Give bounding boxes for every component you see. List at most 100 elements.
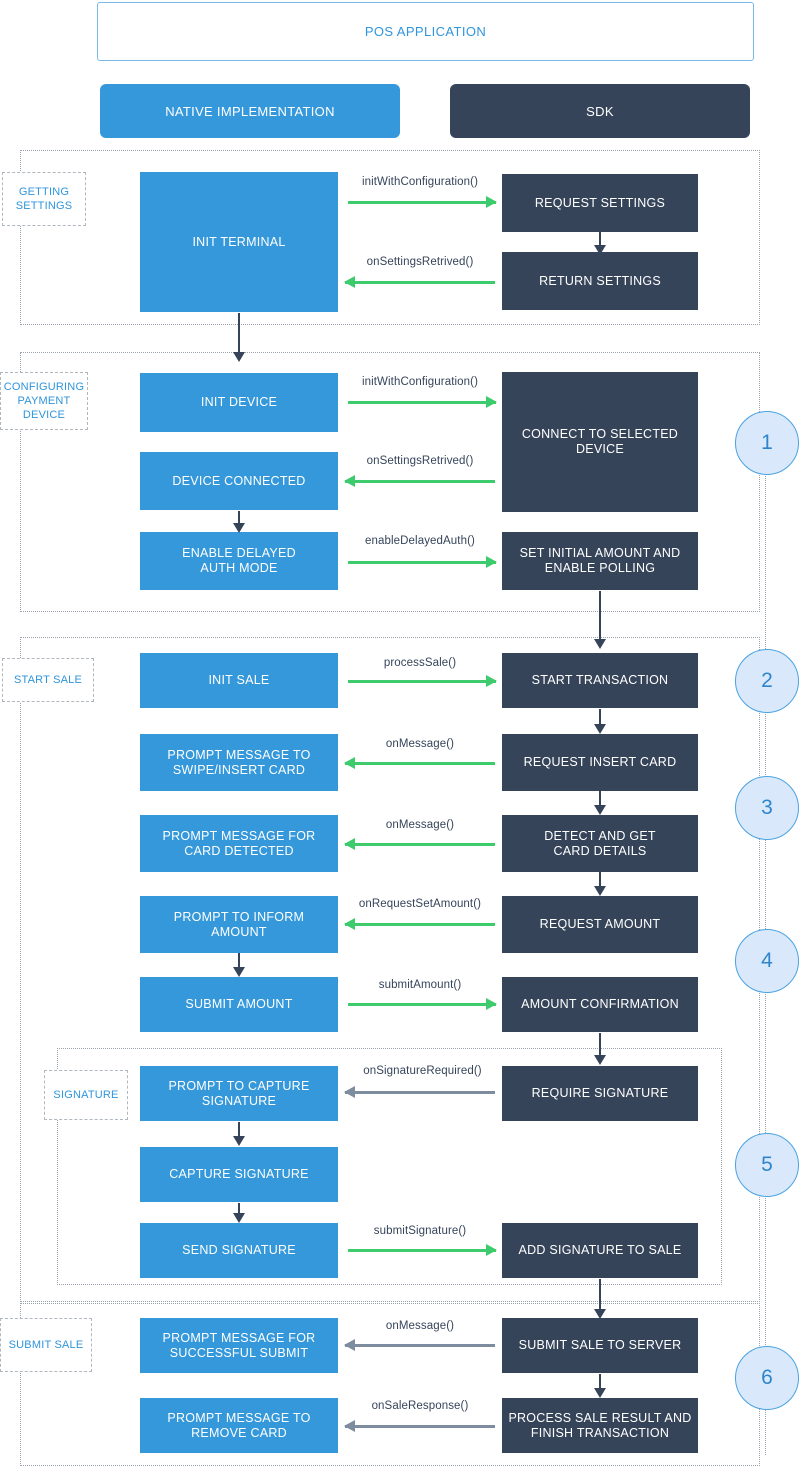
call-label-on-message-1: onMessage() bbox=[385, 738, 455, 750]
arrow-head bbox=[344, 1420, 355, 1432]
box-label-line-1: CONNECT TO SELECTED bbox=[521, 427, 679, 441]
arrow-shaft bbox=[599, 871, 601, 887]
sdk-header: SDK bbox=[450, 84, 750, 138]
box-label: REQUEST SETTINGS bbox=[534, 195, 666, 210]
box-process-sale-result-finish-transaction[interactable]: PROCESS SALE RESULT AND FINISH TRANSACTI… bbox=[502, 1398, 698, 1453]
box-label-line-2: AMOUNT bbox=[211, 924, 267, 939]
box-device-connected[interactable]: DEVICE CONNECTED bbox=[140, 452, 338, 510]
box-label: ADD SIGNATURE TO SALE bbox=[518, 1243, 682, 1257]
arrow-shaft bbox=[345, 1344, 495, 1347]
box-return-settings[interactable]: RETURN SETTINGS bbox=[502, 252, 698, 310]
arrow-on-settings-retrived-2 bbox=[344, 475, 495, 487]
arrow-head bbox=[594, 639, 606, 649]
arrow-on-message-2 bbox=[344, 838, 495, 850]
arrow-head bbox=[594, 724, 606, 734]
box-amount-confirmation[interactable]: AMOUNT CONFIRMATION bbox=[502, 977, 698, 1032]
step-number: 1 bbox=[761, 431, 773, 454]
box-prompt-message-card-detected[interactable]: PROMPT MESSAGE FOR CARD DETECTED bbox=[140, 815, 338, 872]
box-label: INIT TERMINAL bbox=[192, 234, 286, 249]
arrow-set-initial-to-start-transaction bbox=[594, 591, 606, 649]
call-label-enable-delayed-auth: enableDelayedAuth() bbox=[365, 535, 475, 547]
call-label-on-sale-response: onSaleResponse() bbox=[371, 1400, 469, 1412]
step-circle-2: 2 bbox=[735, 649, 799, 713]
step-circle-1: 1 bbox=[735, 411, 799, 475]
arrow-submit-amount bbox=[348, 998, 497, 1010]
box-label: DEVICE CONNECTED bbox=[172, 473, 306, 488]
box-submit-sale-to-server[interactable]: SUBMIT SALE TO SERVER bbox=[502, 1318, 698, 1373]
box-prompt-message-successful-submit[interactable]: PROMPT MESSAGE FOR SUCCESSFUL SUBMIT bbox=[140, 1318, 338, 1373]
call-label-on-message-3: onMessage() bbox=[385, 1320, 455, 1332]
box-enable-delayed-auth-mode[interactable]: ENABLE DELAYED AUTH MODE bbox=[140, 532, 338, 590]
section-label-submit-sale: SUBMIT SALE bbox=[0, 1318, 92, 1372]
section-label-getting-settings: GETTING SETTINGS bbox=[2, 172, 86, 226]
arrow-shaft bbox=[345, 843, 495, 846]
box-request-settings[interactable]: REQUEST SETTINGS bbox=[502, 174, 698, 232]
box-connect-to-selected-device[interactable]: CONNECT TO SELECTED DEVICE bbox=[502, 372, 698, 512]
arrow-amount-confirmation-to-require-signature bbox=[594, 1033, 606, 1065]
arrow-shaft bbox=[345, 762, 495, 765]
box-label: AMOUNT CONFIRMATION bbox=[521, 997, 679, 1011]
box-label-line-1: PROMPT MESSAGE TO bbox=[167, 1410, 311, 1425]
box-label-line-2: SIGNATURE bbox=[201, 1093, 277, 1108]
arrow-prompt-inform-to-submit-amount bbox=[233, 953, 245, 977]
step-number: 3 bbox=[761, 796, 773, 819]
arrow-head bbox=[486, 1244, 497, 1256]
box-init-terminal[interactable]: INIT TERMINAL bbox=[140, 172, 338, 312]
section-label-line-1: CONFIGURING bbox=[3, 381, 85, 393]
box-submit-amount[interactable]: SUBMIT AMOUNT bbox=[140, 977, 338, 1032]
box-label: CAPTURE SIGNATURE bbox=[169, 1167, 309, 1181]
arrow-on-message-3 bbox=[344, 1339, 495, 1351]
box-detect-and-get-card-details[interactable]: DETECT AND GET CARD DETAILS bbox=[502, 815, 698, 872]
arrow-init-terminal-to-init-device bbox=[233, 313, 245, 362]
box-request-insert-card[interactable]: REQUEST INSERT CARD bbox=[502, 734, 698, 791]
section-getting-settings bbox=[20, 150, 760, 325]
arrow-shaft bbox=[238, 953, 240, 968]
box-prompt-to-capture-signature[interactable]: PROMPT TO CAPTURE SIGNATURE bbox=[140, 1066, 338, 1121]
arrow-head bbox=[594, 886, 606, 896]
arrow-shaft bbox=[345, 480, 495, 483]
call-label-init-with-configuration-2: initWithConfiguration() bbox=[361, 376, 479, 388]
box-prompt-message-swipe-insert-card[interactable]: PROMPT MESSAGE TO SWIPE/INSERT CARD bbox=[140, 734, 338, 791]
section-signature bbox=[57, 1048, 722, 1285]
box-label-line-1: PROMPT MESSAGE TO bbox=[167, 747, 311, 762]
step-circle-6: 6 bbox=[735, 1346, 799, 1410]
arrow-shaft bbox=[599, 1374, 601, 1389]
call-label-submit-signature: submitSignature() bbox=[373, 1225, 467, 1237]
box-require-signature[interactable]: REQUIRE SIGNATURE bbox=[502, 1066, 698, 1121]
call-label-on-message-2: onMessage() bbox=[385, 819, 455, 831]
section-label-line-2: PAYMENT bbox=[17, 395, 71, 407]
sdk-label: SDK bbox=[586, 103, 614, 119]
box-prompt-to-inform-amount[interactable]: PROMPT TO INFORM AMOUNT bbox=[140, 896, 338, 953]
step-circle-3: 3 bbox=[735, 776, 799, 840]
box-start-transaction[interactable]: START TRANSACTION bbox=[502, 653, 698, 708]
box-init-device[interactable]: INIT DEVICE bbox=[140, 373, 338, 432]
box-add-signature-to-sale[interactable]: ADD SIGNATURE TO SALE bbox=[502, 1223, 698, 1278]
box-label-line-1: SET INITIAL AMOUNT AND bbox=[519, 546, 681, 560]
arrow-head bbox=[594, 1055, 606, 1065]
call-label-process-sale: processSale() bbox=[383, 657, 457, 669]
box-capture-signature[interactable]: CAPTURE SIGNATURE bbox=[140, 1147, 338, 1202]
arrow-shaft bbox=[348, 561, 496, 564]
section-label-line-1: GETTING bbox=[18, 186, 70, 198]
arrow-head bbox=[486, 556, 497, 568]
box-request-amount[interactable]: REQUEST AMOUNT bbox=[502, 896, 698, 953]
arrow-request-insert-card-to-detect-card bbox=[594, 790, 606, 815]
section-label-line-1: START SALE bbox=[13, 674, 83, 686]
box-send-signature[interactable]: SEND SIGNATURE bbox=[140, 1223, 338, 1278]
arrow-shaft bbox=[345, 923, 495, 926]
arrow-on-settings-retrived-1 bbox=[344, 276, 495, 288]
box-init-sale[interactable]: INIT SALE bbox=[140, 653, 338, 708]
arrow-submit-sale-to-process-result bbox=[594, 1374, 606, 1398]
arrow-head bbox=[233, 1136, 245, 1146]
arrow-head bbox=[594, 805, 606, 815]
box-prompt-message-remove-card[interactable]: PROMPT MESSAGE TO REMOVE CARD bbox=[140, 1398, 338, 1453]
arrow-submit-signature bbox=[348, 1244, 497, 1256]
arrow-on-request-set-amount bbox=[344, 918, 495, 930]
box-set-initial-amount-enable-polling[interactable]: SET INITIAL AMOUNT AND ENABLE POLLING bbox=[502, 532, 698, 590]
arrow-shaft bbox=[348, 1003, 496, 1006]
arrow-start-transaction-to-request-insert-card bbox=[594, 709, 606, 734]
box-label-line-2: DEVICE bbox=[575, 442, 625, 456]
arrow-capture-to-send-signature bbox=[233, 1203, 245, 1223]
box-label-line-2: CARD DETAILS bbox=[553, 843, 647, 858]
